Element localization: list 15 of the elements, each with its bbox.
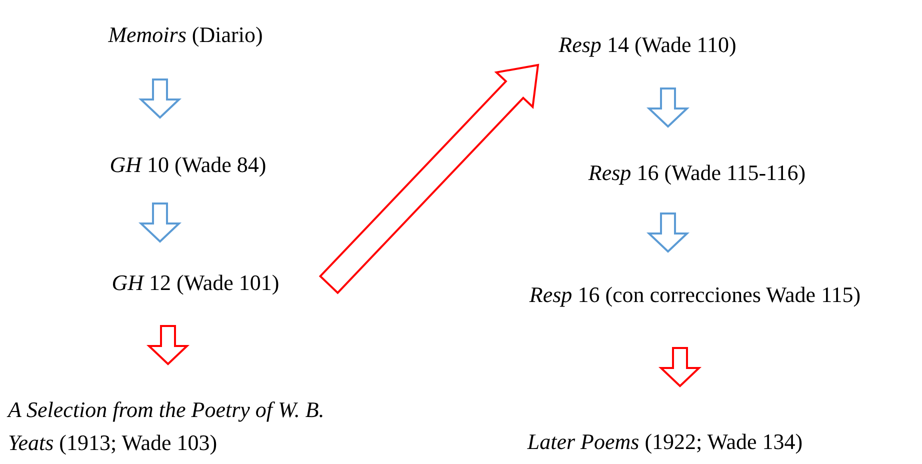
text-label: Resp 14 (Wade 110) xyxy=(550,28,745,61)
block-arrow xyxy=(646,212,690,253)
text-label: Resp 16 (con correcciones Wade 115) xyxy=(470,278,920,311)
text-label: GH 12 (Wade 101) xyxy=(78,266,313,299)
block-arrow xyxy=(138,202,182,243)
text-label: Resp 16 (Wade 115-116) xyxy=(547,156,847,189)
text-label: GH 10 (Wade 84) xyxy=(78,148,298,181)
block-arrow xyxy=(138,78,182,119)
block-arrow xyxy=(646,88,690,128)
text-label: Memoirs (Diario) xyxy=(78,18,293,51)
block-arrow xyxy=(658,347,702,388)
block-arrow xyxy=(146,325,190,366)
text-label: A Selection from the Poetry of W. B. Yeats (1913; Wade 103) xyxy=(8,393,348,459)
block-arrow xyxy=(318,64,540,294)
text-label: Later Poems (1922; Wade 134) xyxy=(495,425,835,458)
